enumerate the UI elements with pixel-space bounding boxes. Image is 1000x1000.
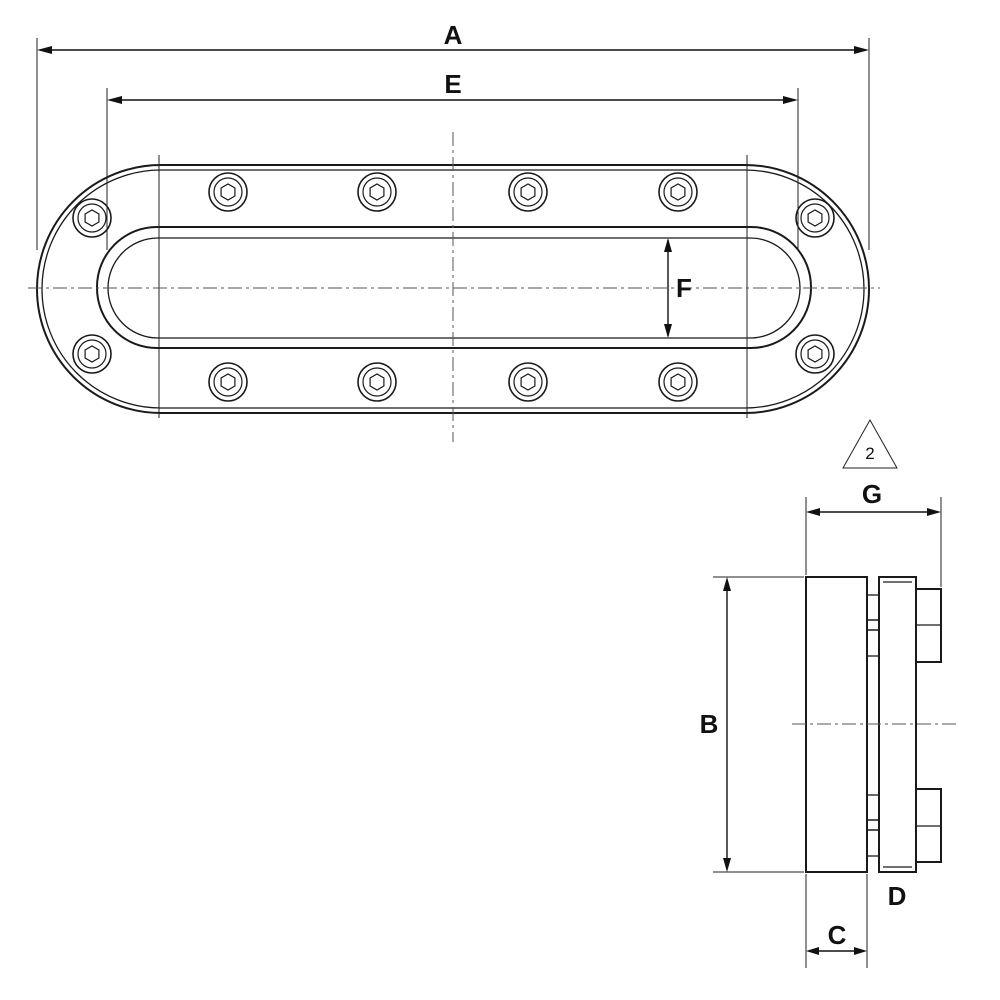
gasket-bottom-1 xyxy=(866,794,880,821)
bolt-icon xyxy=(508,362,548,402)
dimension-e: E xyxy=(106,69,799,250)
gasket-top-3 xyxy=(866,629,880,657)
revision-marker: 2 xyxy=(842,418,898,469)
bolt-icon xyxy=(658,172,698,212)
bolt-icon xyxy=(357,362,397,402)
front-view: A E F xyxy=(28,20,880,442)
dimension-a: A xyxy=(36,20,870,250)
dimension-label-e: E xyxy=(444,69,461,99)
dimension-label-f: F xyxy=(676,273,692,303)
bolt-icon xyxy=(357,172,397,212)
dimension-d: D xyxy=(888,881,907,911)
dimension-label-b: B xyxy=(700,709,719,739)
gasket-bottom-2 xyxy=(866,819,880,831)
bolt-icon xyxy=(795,198,835,238)
dimension-c: C xyxy=(805,874,868,968)
dimension-label-c: C xyxy=(828,920,847,950)
dimension-label-a: A xyxy=(444,20,463,50)
dimension-label-d: D xyxy=(888,881,907,911)
bolt-icon xyxy=(658,362,698,402)
dimension-g: G xyxy=(805,479,942,587)
gasket-top-2 xyxy=(866,619,880,631)
gasket-bottom-3 xyxy=(866,829,880,857)
dimension-f: F xyxy=(664,238,692,338)
revision-triangle-icon xyxy=(842,418,898,469)
bolt-icon xyxy=(508,172,548,212)
bolt-icon xyxy=(795,334,835,374)
bolt-icon xyxy=(72,198,112,238)
bolt-icon xyxy=(72,334,112,374)
bolt-icon xyxy=(208,172,248,212)
revision-marker-label: 2 xyxy=(865,444,874,463)
dimension-b: B xyxy=(700,576,804,873)
gasket-top-1 xyxy=(866,594,880,621)
side-view: G B C D xyxy=(700,479,960,968)
dimension-label-g: G xyxy=(862,479,882,509)
bolt-icon xyxy=(208,362,248,402)
